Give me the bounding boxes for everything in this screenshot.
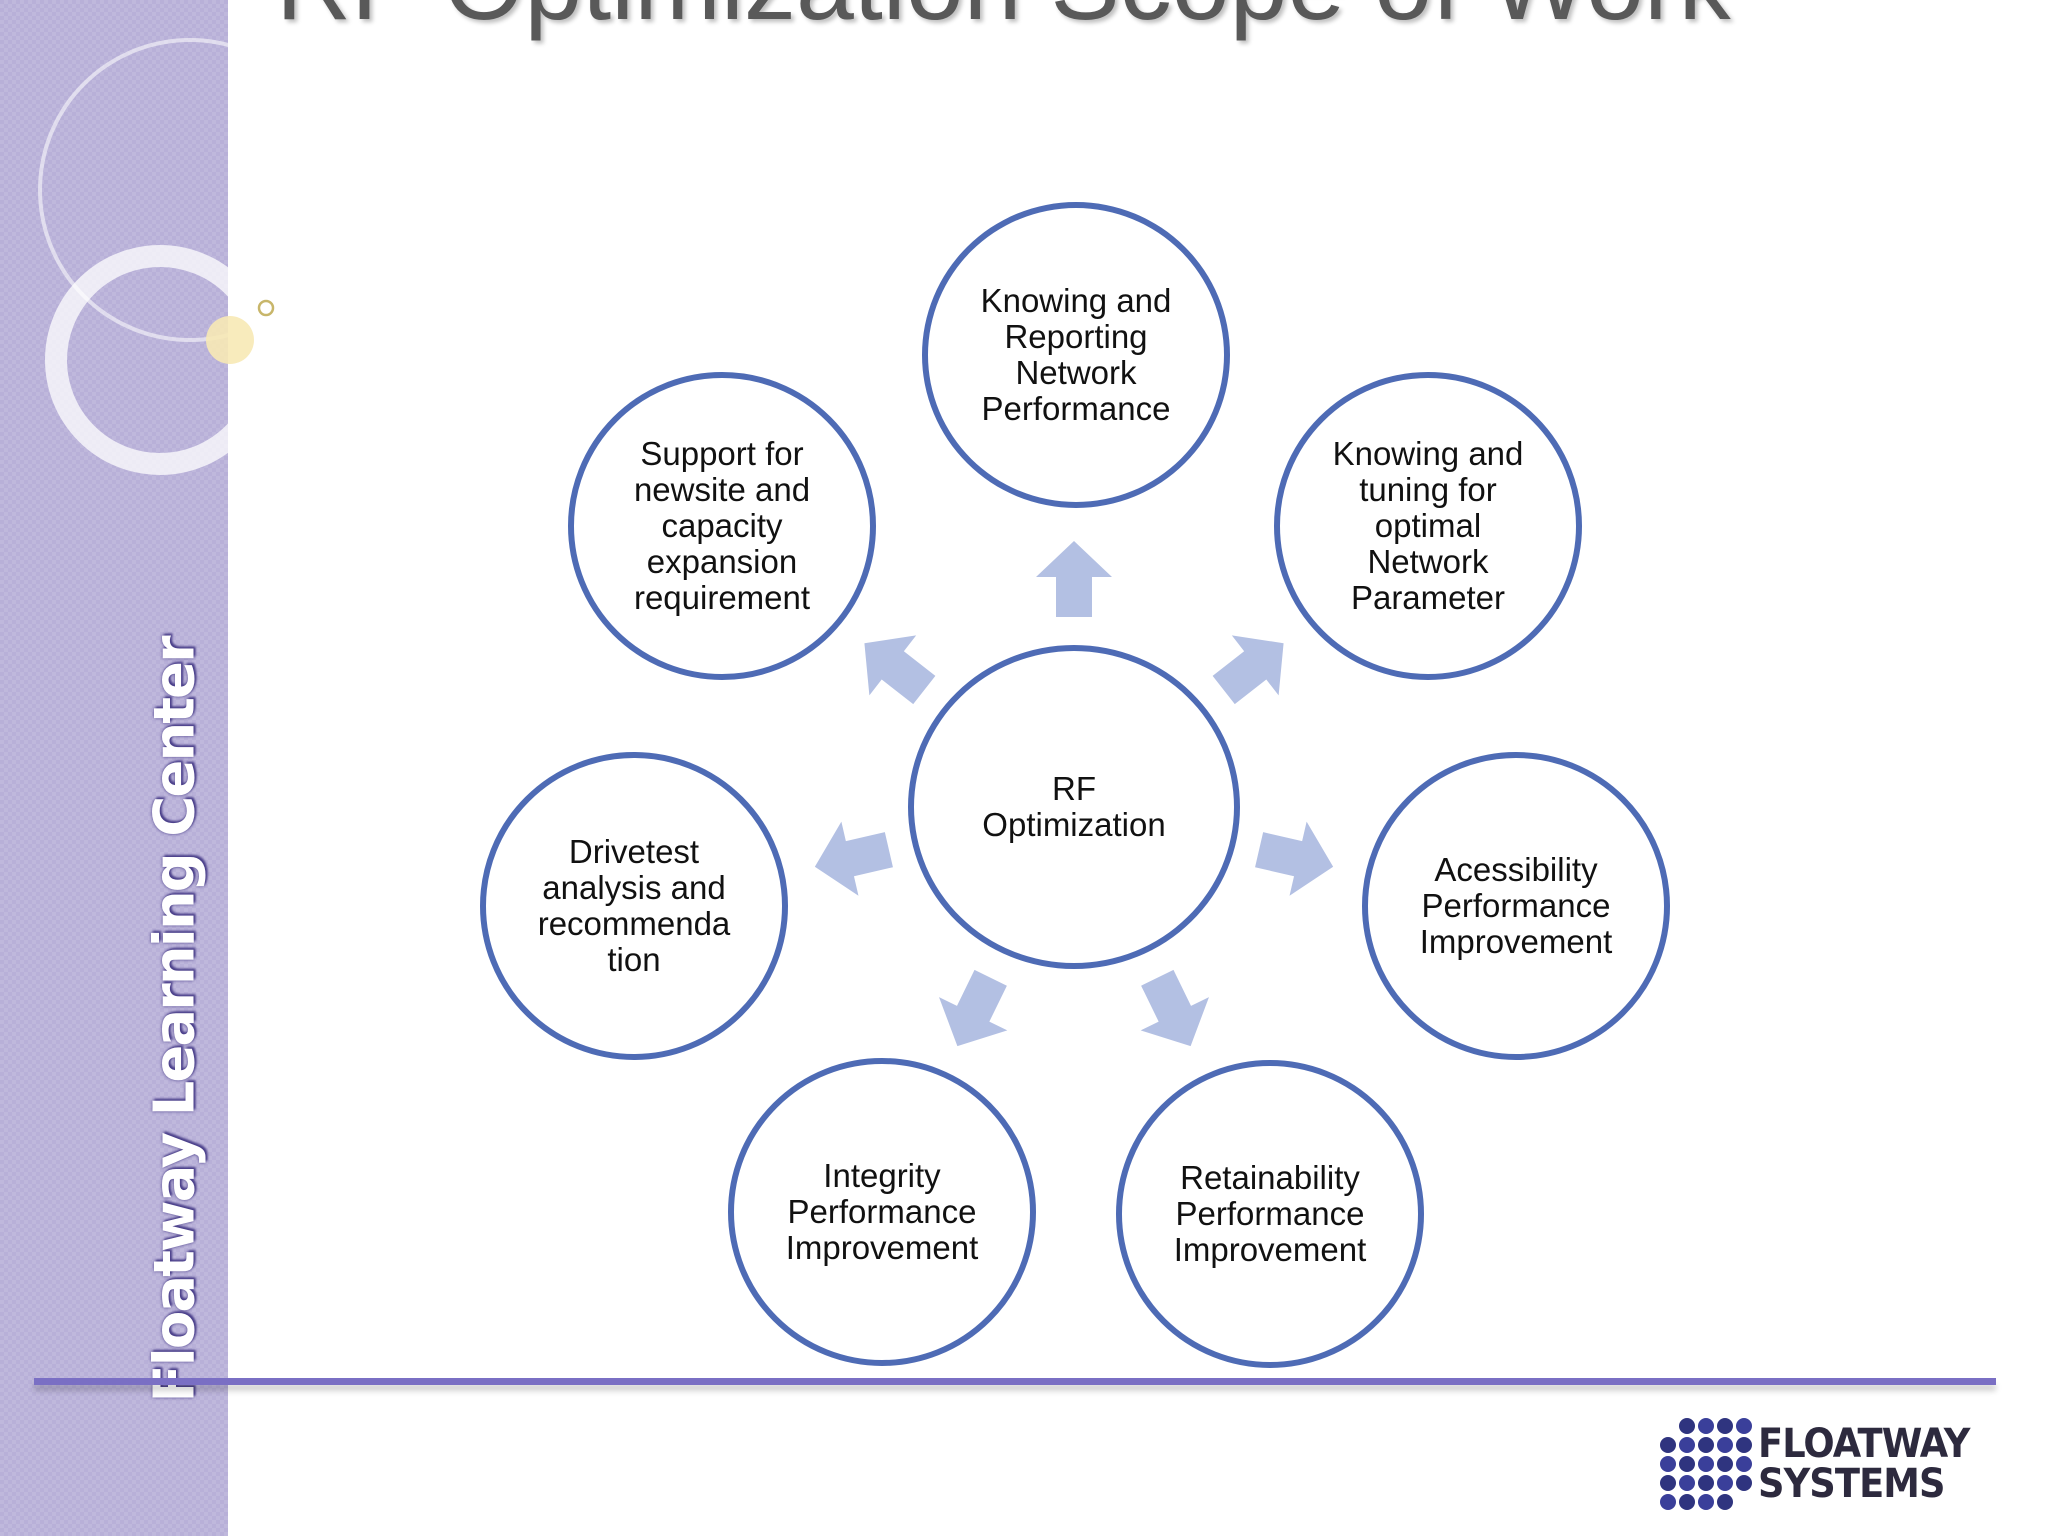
node-left: Drivetest analysis and recommenda tion xyxy=(480,752,788,1060)
node-lower-right: Retainability Performance Improvement xyxy=(1116,1060,1424,1368)
logo-dot xyxy=(1660,1437,1676,1453)
logo-dot xyxy=(1660,1494,1676,1510)
node-lower-right-label: Retainability Performance Improvement xyxy=(1173,1159,1367,1268)
arrow-to-lower-left xyxy=(939,969,1008,1047)
floatway-logo: FLOATWAY SYSTEMS xyxy=(1658,1416,1970,1512)
node-upper-left-label: Support for newsite and capacity expansi… xyxy=(633,435,811,616)
large-ring xyxy=(38,38,300,342)
logo-dot xyxy=(1698,1475,1714,1491)
node-lower-left-label: Integrity Performance Improvement xyxy=(785,1157,979,1266)
small-ring xyxy=(45,245,275,475)
center-node: RF Optimization xyxy=(908,645,1240,969)
arrow-to-right xyxy=(1255,821,1334,896)
logo-dot xyxy=(1736,1418,1752,1434)
node-left-label: Drivetest analysis and recommenda tion xyxy=(537,833,731,978)
center-node-label: RF Optimization xyxy=(982,770,1166,843)
node-top-label: Knowing and Reporting Network Performanc… xyxy=(980,282,1172,427)
node-lower-left: Integrity Performance Improvement xyxy=(728,1058,1036,1366)
node-upper-left: Support for newsite and capacity expansi… xyxy=(568,372,876,680)
logo-dot-grid-icon xyxy=(1660,1418,1752,1510)
logo-dot xyxy=(1717,1437,1733,1453)
node-upper-right: Knowing and tuning for optimal Network P… xyxy=(1274,372,1582,680)
logo-dot xyxy=(1717,1494,1733,1510)
logo-dot xyxy=(1736,1475,1752,1491)
footer-divider xyxy=(34,1378,1996,1385)
tiny-ring xyxy=(257,299,275,317)
logo-dot xyxy=(1679,1475,1695,1491)
logo-dot xyxy=(1660,1475,1676,1491)
logo-dot xyxy=(1717,1456,1733,1472)
logo-dot xyxy=(1698,1456,1714,1472)
node-right-label: Acessibility Performance Improvement xyxy=(1419,851,1613,960)
logo-dot xyxy=(1660,1456,1676,1472)
logo-dot xyxy=(1717,1418,1733,1434)
logo-dot xyxy=(1679,1494,1695,1510)
logo-dot xyxy=(1717,1475,1733,1491)
logo-dot xyxy=(1698,1494,1714,1510)
logo-dot xyxy=(1679,1418,1695,1434)
node-upper-right-label: Knowing and tuning for optimal Network P… xyxy=(1332,435,1524,616)
logo-line-2: SYSTEMS xyxy=(1758,1461,1946,1507)
glow-dot xyxy=(206,316,254,364)
arrow-to-top xyxy=(1036,541,1112,617)
logo-line-1: FLOATWAY xyxy=(1758,1421,1970,1467)
node-top: Knowing and Reporting Network Performanc… xyxy=(922,202,1230,508)
logo-dot xyxy=(1679,1456,1695,1472)
logo-wordmark: FLOATWAY SYSTEMS xyxy=(1758,1421,1970,1507)
arrow-to-upper-left xyxy=(864,635,936,705)
logo-dot xyxy=(1679,1437,1695,1453)
logo-dot xyxy=(1736,1437,1752,1453)
logo-dot xyxy=(1736,1456,1752,1472)
logo-dot xyxy=(1698,1418,1714,1434)
arrow-to-lower-right xyxy=(1140,969,1209,1047)
arrow-to-upper-right xyxy=(1212,635,1284,705)
arrow-to-left xyxy=(814,821,893,896)
node-right: Acessibility Performance Improvement xyxy=(1362,752,1670,1060)
decorative-rings xyxy=(38,38,300,475)
logo-dot xyxy=(1698,1437,1714,1453)
